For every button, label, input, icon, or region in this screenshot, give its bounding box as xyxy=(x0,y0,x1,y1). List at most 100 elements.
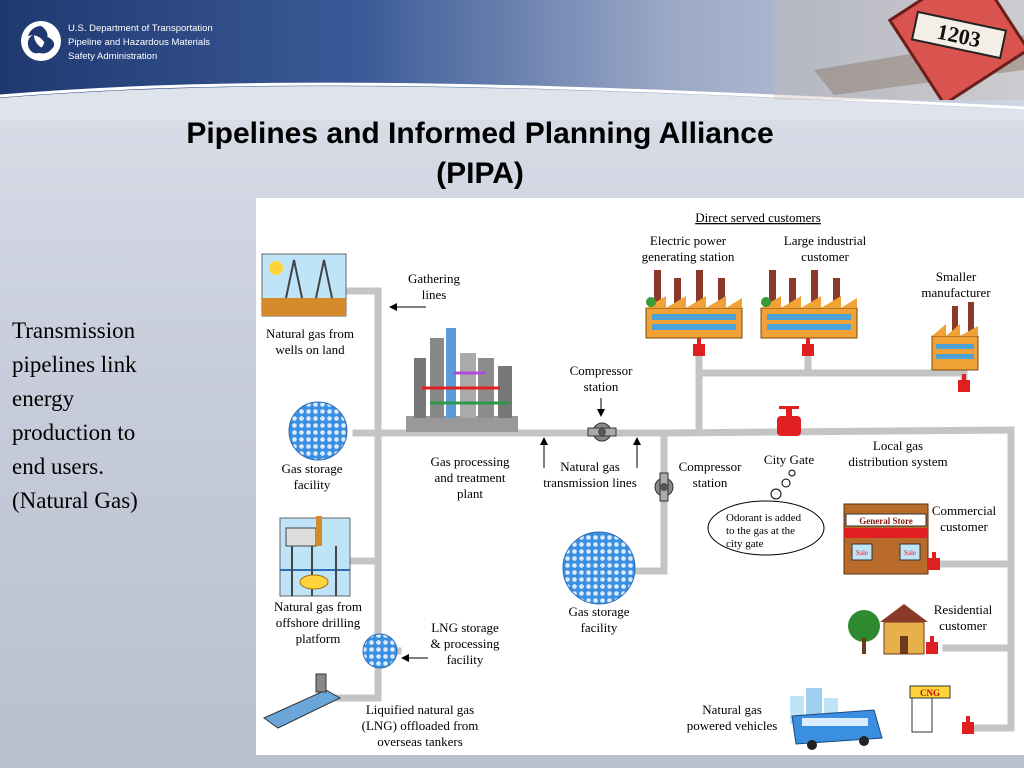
local-distribution-label: Local gas distribution system xyxy=(848,438,947,469)
direct-served-label: Direct served customers xyxy=(695,210,821,225)
store-sign: General Store xyxy=(859,516,913,526)
side-description: Transmission pipelines link energy produ… xyxy=(12,314,252,518)
svg-text:overseas tankers: overseas tankers xyxy=(377,734,463,749)
large-industrial-label: Large industrial customer xyxy=(784,233,867,264)
side-text-line: end users. xyxy=(12,454,104,479)
valve-icon xyxy=(962,716,974,734)
svg-text:(LNG) offloaded from: (LNG) offloaded from xyxy=(362,718,479,733)
direct-service-pipe xyxy=(695,369,968,435)
store-sale: Sale xyxy=(856,549,868,557)
odorant-bubble: Odorant is added to the gas at the city … xyxy=(707,469,825,556)
gas-storage-icon xyxy=(288,401,348,461)
side-text-line: Transmission xyxy=(12,318,136,343)
gas-processing-label: Gas processing and treatment plant xyxy=(430,454,510,501)
svg-text:facility: facility xyxy=(447,652,484,667)
hazmat-placard-image: 1203 xyxy=(774,0,1024,100)
svg-text:Large industrial: Large industrial xyxy=(784,233,867,248)
electric-power-plant-icon xyxy=(645,270,743,339)
svg-text:plant: plant xyxy=(457,486,483,501)
land-wells-label: Natural gas from wells on land xyxy=(266,326,354,357)
header-swoosh xyxy=(0,82,1024,120)
residential-label: Residential customer xyxy=(934,602,993,633)
svg-text:powered vehicles: powered vehicles xyxy=(687,718,778,733)
gas-processing-plant-icon xyxy=(406,328,518,432)
compressor-station-label-1: Compressor station xyxy=(570,363,634,394)
pipeline-diagram-svg: Direct served customers Electric power g… xyxy=(261,210,1015,750)
side-text-line: pipelines link xyxy=(12,352,137,377)
valve-icon xyxy=(693,338,705,356)
side-text-line: energy xyxy=(12,386,75,411)
svg-text:Gathering: Gathering xyxy=(408,271,460,286)
lng-storage-icon xyxy=(362,633,398,669)
distribution-pipe xyxy=(972,426,1015,732)
lng-offloaded-label: Liquified natural gas (LNG) offloaded fr… xyxy=(362,702,479,749)
svg-text:to the gas at the: to the gas at the xyxy=(726,525,795,537)
svg-text:customer: customer xyxy=(939,618,987,633)
valve-icon xyxy=(958,374,970,392)
side-text-line: production to xyxy=(12,420,136,445)
agency-line: U.S. Department of Transportation xyxy=(68,23,213,34)
svg-text:facility: facility xyxy=(294,477,331,492)
svg-text:Compressor: Compressor xyxy=(679,459,743,474)
svg-text:Gas storage: Gas storage xyxy=(281,461,342,476)
svg-text:station: station xyxy=(584,379,619,394)
gas-storage-icon xyxy=(562,531,636,605)
svg-text:Residential: Residential xyxy=(934,602,993,617)
gas-storage-label-2: Gas storage facility xyxy=(568,604,629,635)
svg-text:Compressor: Compressor xyxy=(570,363,634,378)
compressor-icon xyxy=(654,472,674,502)
store-sale: Sale xyxy=(904,549,916,557)
valve-icon xyxy=(928,552,940,570)
agency-line: Pipeline and Hazardous Materials xyxy=(68,37,211,48)
agency-name: U.S. Department of Transportation Pipeli… xyxy=(68,22,213,64)
svg-text:LNG storage: LNG storage xyxy=(431,620,499,635)
svg-text:& processing: & processing xyxy=(431,636,500,651)
compressor-station-label-2: Compressor station xyxy=(679,459,743,490)
transmission-lines-label: Natural gas transmission lines xyxy=(543,459,637,490)
svg-text:Gas processing: Gas processing xyxy=(430,454,510,469)
svg-text:Natural gas from: Natural gas from xyxy=(266,326,354,341)
svg-text:platform: platform xyxy=(296,631,341,646)
svg-text:Electric power: Electric power xyxy=(650,233,727,248)
svg-text:customer: customer xyxy=(801,249,849,264)
svg-text:lines: lines xyxy=(422,287,447,302)
page-title: Pipelines and Informed Planning Alliance… xyxy=(80,114,880,194)
svg-text:city gate: city gate xyxy=(726,538,764,550)
lng-tanker-icon xyxy=(263,673,342,729)
valve-icon xyxy=(926,636,938,654)
svg-text:Commercial: Commercial xyxy=(932,503,997,518)
title-line: Pipelines and Informed Planning Alliance xyxy=(186,117,774,150)
svg-text:distribution system: distribution system xyxy=(848,454,947,469)
commercial-label: Commercial customer xyxy=(932,503,997,534)
offshore-label: Natural gas from offshore drilling platf… xyxy=(274,599,362,646)
cng-pump-icon: CNG xyxy=(909,685,951,733)
storage-branch xyxy=(632,429,668,575)
vehicles-label: Natural gas powered vehicles xyxy=(687,702,778,733)
offshore-platform-icon xyxy=(279,516,351,597)
svg-text:Natural gas from: Natural gas from xyxy=(274,599,362,614)
svg-text:Local gas: Local gas xyxy=(873,438,923,453)
svg-text:facility: facility xyxy=(581,620,618,635)
svg-text:wells on land: wells on land xyxy=(275,342,345,357)
smaller-manufacturer-icon xyxy=(931,302,979,371)
svg-text:Liquified natural gas: Liquified natural gas xyxy=(366,702,474,717)
dot-logo-icon xyxy=(21,21,61,61)
svg-text:transmission lines: transmission lines xyxy=(543,475,637,490)
land-wells-icon xyxy=(261,253,347,317)
pipeline-diagram: Direct served customers Electric power g… xyxy=(256,198,1024,755)
agency-line: Safety Administration xyxy=(68,51,158,62)
gathering-lines-label: Gathering lines xyxy=(408,271,460,302)
svg-text:Gas storage: Gas storage xyxy=(568,604,629,619)
title-line: (PIPA) xyxy=(436,157,524,190)
valve-icon xyxy=(802,338,814,356)
cng-sign: CNG xyxy=(920,688,940,698)
city-gate-valve-icon xyxy=(777,406,801,436)
large-industrial-plant-icon xyxy=(760,270,858,339)
compressor-icon xyxy=(587,422,617,442)
svg-text:customer: customer xyxy=(940,519,988,534)
lng-storage-label: LNG storage & processing facility xyxy=(431,620,500,667)
side-text-line: (Natural Gas) xyxy=(12,488,138,513)
svg-text:station: station xyxy=(693,475,728,490)
general-store-icon: General Store Sale Sale xyxy=(843,503,929,575)
residential-house-icon xyxy=(848,604,928,655)
